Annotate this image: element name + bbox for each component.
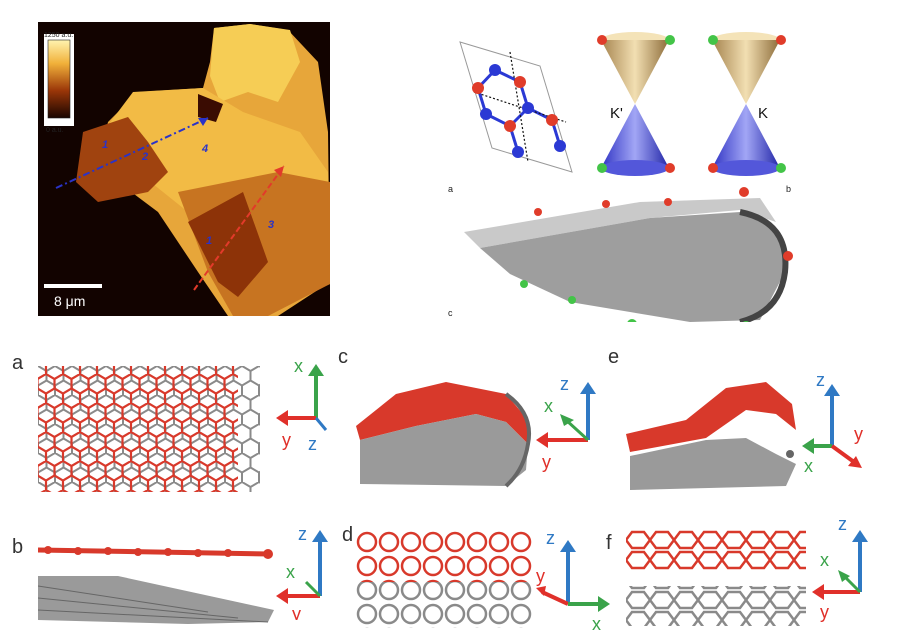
schematic-label-c: c: [448, 308, 453, 318]
colorbar-top-label: 1250 a.u.: [44, 32, 73, 39]
stacked-view-f: [626, 530, 806, 626]
axis-y-label: y: [282, 430, 291, 450]
schematic-label-a: a: [448, 184, 453, 194]
region-label-1b: 1: [206, 235, 212, 247]
region-label-3: 3: [268, 219, 274, 231]
scalebar-label: 8 μm: [54, 293, 85, 309]
axis-x-label: x: [286, 562, 295, 582]
axis-z-label: z: [560, 374, 569, 394]
afm-flake-top: [210, 24, 300, 102]
axis-triad-a: x y z: [276, 356, 328, 454]
axis-y-label: y: [292, 604, 301, 620]
axis-triad-f: z x y: [812, 514, 868, 622]
afm-dark-notch: [198, 94, 223, 122]
valley-schematic: K' K a b c: [448, 32, 793, 322]
axis-y-label: y: [536, 566, 545, 586]
stacked-view-d: [356, 530, 532, 628]
dirac-cone-left: [597, 32, 675, 176]
region-label-2: 2: [141, 151, 148, 163]
axis-z-label: z: [816, 370, 825, 390]
schematic-label-b: b: [786, 184, 791, 194]
panel-label-b: b: [12, 536, 24, 558]
folded-sheet: [464, 198, 789, 322]
blue-dash-arrow: [55, 117, 209, 189]
axis-y-label: y: [820, 602, 829, 622]
lattice-side-view: [38, 546, 274, 624]
lattice-atoms: [472, 64, 566, 158]
panel-label-d: d: [342, 524, 354, 546]
dirac-cone-right: [708, 32, 786, 176]
scalebar: [44, 284, 102, 288]
axis-y-label: y: [542, 452, 551, 472]
axis-x-label: x: [804, 456, 813, 476]
red-dash-arrow: [193, 165, 285, 291]
valley-label-k: K: [758, 105, 768, 122]
axis-triad-d: z y x: [536, 528, 610, 634]
valley-label-kprime: K': [610, 105, 623, 122]
panel-label-c: c: [338, 346, 348, 368]
axis-x-label: x: [294, 356, 303, 376]
afm-image: 1250 a.u. 0 a.u. 1 2 4 1 3 8 μm: [38, 22, 330, 316]
axis-x-label: x: [544, 396, 553, 416]
panel-label-f: f: [606, 532, 612, 554]
colorbar-bottom-label: 0 a.u.: [46, 127, 64, 134]
axis-z-label: z: [308, 434, 317, 454]
region-label-1a: 1: [102, 139, 108, 151]
axis-x-label: x: [592, 614, 601, 634]
axis-z-label: z: [298, 524, 307, 544]
panel-label-e: e: [608, 346, 620, 368]
lattice-top-view: [38, 366, 260, 492]
axis-y-label: y: [854, 424, 863, 444]
axis-triad-b: z x y: [276, 524, 328, 620]
axis-z-label: z: [546, 528, 555, 548]
folded-view-c: [356, 382, 531, 488]
axis-z-label: z: [838, 514, 847, 534]
region-label-4: 4: [201, 143, 208, 155]
panel-label-a: a: [12, 352, 24, 374]
folded-view-e: [626, 382, 796, 490]
afm-flake-brown: [76, 117, 168, 202]
axis-x-label: x: [820, 550, 829, 570]
axis-triad-e: z y x: [802, 370, 863, 476]
axis-triad-c: z x y: [536, 374, 596, 472]
